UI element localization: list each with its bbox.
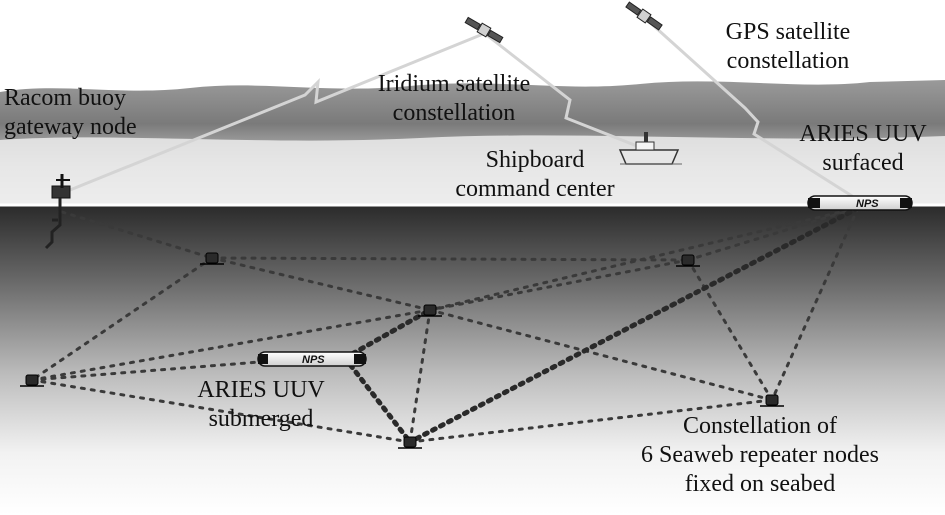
repeater-node-icon [398,436,422,449]
repeater-node-icon [200,252,224,265]
repeater-nodes [20,252,784,449]
uuv-submerged-icon: NPS [257,351,367,367]
label-aries-surfaced: ARIES UUV surfaced [799,121,927,176]
repeater-node-icon [418,304,442,317]
iridium-satellite-icon [464,16,504,44]
repeater-node-icon [20,374,44,387]
label-seaweb-constellation: Constellation of 6 Seaweb repeater nodes… [641,413,879,497]
underwater-region [0,205,945,515]
uuv-submerged-marking: NPS [302,354,325,366]
label-racom-buoy: Racom buoy gateway node [4,85,137,140]
label-aries-submerged: ARIES UUV submerged [197,377,325,432]
label-shipboard-command-center: Shipboard command center [455,147,615,202]
link-iridium-to-ship [486,34,644,150]
gps-satellite-icon [625,1,663,31]
label-gps-constellation: GPS satellite constellation [725,19,851,74]
repeater-node-icon [676,254,700,267]
link-buoy-to-iridium [68,30,490,192]
buoy-icon [44,174,71,250]
link-gps-to-uuv [643,16,854,198]
repeater-node-icon [760,394,784,407]
sea-surface-haze [0,135,945,205]
label-iridium-constellation: Iridium satellite constellation [377,71,531,126]
uuv-surfaced-marking: NPS [856,198,879,210]
rf-links [68,16,854,198]
ship-icon [618,132,682,165]
acoustic-links-heavy [342,205,861,445]
uuv-surfaced-icon: NPS [807,195,913,211]
